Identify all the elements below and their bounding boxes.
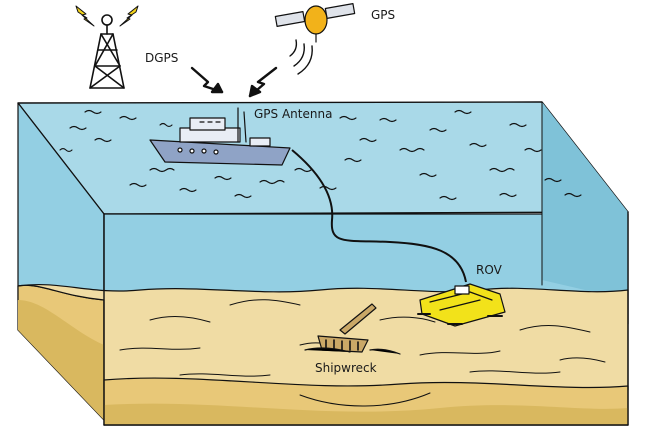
lightning-icon-right [119,5,139,27]
radio-tower-icon [89,14,125,89]
surface-ripples [59,109,582,201]
signal-waves [289,39,313,75]
shipwreck-icon [304,303,401,355]
dgps-signal-arrow [190,66,224,94]
label-rov: ROV [476,263,503,277]
water-box [17,101,629,325]
label-dgps: DGPS [145,51,178,65]
seabed-contours [119,299,606,407]
gps-signal-arrow [248,66,278,98]
rov-tether-cable [291,149,467,283]
seabed-front-lower [104,403,628,425]
seabed-side-left-shade [18,300,104,420]
label-shipwreck: Shipwreck [315,361,377,375]
label-gps: GPS [371,8,395,22]
water-side-right [542,102,628,300]
satellite-icon [274,3,356,43]
survey-vessel-icon [149,107,291,166]
rov-icon [417,283,506,327]
label-gps-antenna: GPS Antenna [254,107,332,121]
lightning-icon-left [75,5,95,27]
